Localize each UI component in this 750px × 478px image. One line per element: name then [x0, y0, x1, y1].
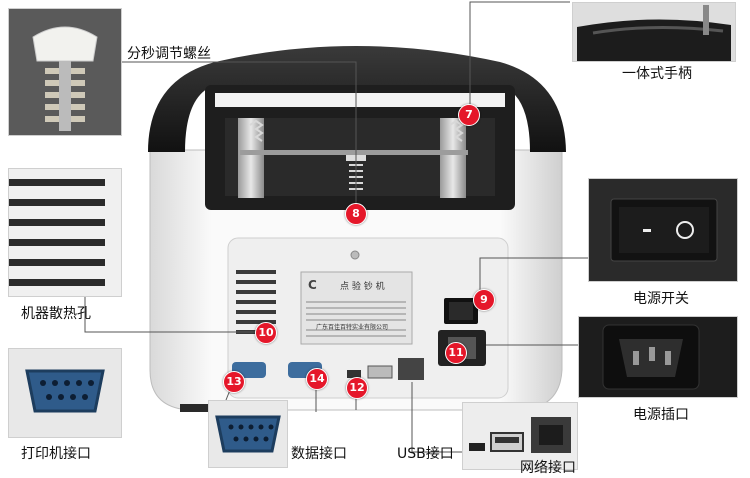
- machine-top-cover: [148, 46, 566, 152]
- rating-plate-title: 点 验 钞 机: [340, 282, 385, 292]
- rating-plate-brand: 广东百佳百特实业有限公司: [316, 324, 389, 331]
- leader-vents: [84, 290, 262, 333]
- callout-usb-port: USB接口: [397, 446, 454, 462]
- body-mini-usb: [347, 370, 361, 378]
- callout-data-port: 数据接口: [291, 446, 347, 462]
- inset-printer-port-photo: [8, 348, 122, 438]
- badge-12: 12: [346, 377, 368, 399]
- inset-knob-photo: [8, 8, 122, 136]
- callout-power-switch: 电源开关: [633, 291, 689, 307]
- inset-network-port-photo: [462, 402, 578, 470]
- callout-power-socket: 电源插口: [633, 407, 689, 423]
- inset-power-socket-photo: [578, 316, 738, 398]
- inset-data-port-photo: [208, 400, 288, 468]
- rating-plate-logo: C: [308, 278, 317, 292]
- badge-8: 8: [345, 203, 367, 225]
- inset-vents-photo: [8, 168, 122, 297]
- callout-network-port: 网络接口: [520, 460, 576, 476]
- inset-power-switch-photo: [588, 178, 738, 282]
- badge-7: 7: [458, 104, 480, 126]
- badge-10: 10: [255, 322, 277, 344]
- body-usb-a: [367, 365, 393, 379]
- callout-vents: 机器散热孔: [21, 306, 91, 322]
- badge-9: 9: [473, 289, 495, 311]
- body-rj45: [398, 358, 424, 380]
- leader-knob: [117, 61, 357, 205]
- inset-handle-photo: [572, 2, 736, 62]
- callout-handle: 一体式手柄: [622, 66, 692, 82]
- leader-handle: [469, 1, 570, 108]
- badge-13: 13: [223, 371, 245, 393]
- callout-printer-port: 打印机接口: [21, 446, 91, 462]
- callout-knob: 分秒调节螺丝: [127, 46, 211, 62]
- badge-11: 11: [445, 342, 467, 364]
- leader-switch: [479, 257, 588, 302]
- badge-14: 14: [306, 368, 328, 390]
- leader-network: [411, 382, 462, 453]
